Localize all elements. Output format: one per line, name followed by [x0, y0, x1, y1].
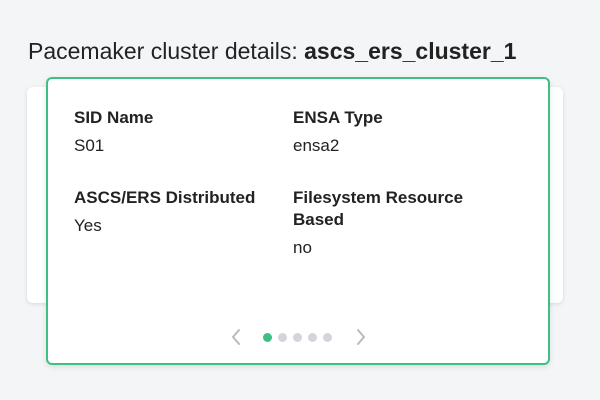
page-title: Pacemaker cluster details: ascs_ers_clus… — [28, 36, 516, 66]
ensa-type-field: ENSA Type ensa2 — [293, 107, 493, 157]
page-dot-3[interactable] — [292, 332, 302, 342]
ascs-ers-distributed-label: ASCS/ERS Distributed — [74, 188, 256, 207]
cluster-detail-card: SID Name S01 ENSA Type ensa2 ASCS/ERS Di… — [46, 77, 550, 365]
ensa-type-value: ensa2 — [293, 136, 340, 155]
chevron-right-icon — [356, 329, 365, 345]
filesystem-resource-based-value: no — [293, 238, 312, 257]
previous-page-button[interactable] — [226, 327, 246, 347]
carousel-pager — [48, 327, 548, 347]
filesystem-resource-based-field: Filesystem Resource Based no — [293, 187, 503, 259]
cluster-name: ascs_ers_cluster_1 — [304, 38, 517, 64]
page-dot-5[interactable] — [322, 332, 332, 342]
next-page-button[interactable] — [351, 327, 371, 347]
sid-name-value: S01 — [74, 136, 105, 155]
chevron-left-icon — [231, 329, 240, 345]
filesystem-resource-based-label: Filesystem Resource Based — [293, 188, 464, 229]
ensa-type-label: ENSA Type — [293, 108, 383, 127]
page-indicator-dots — [260, 332, 335, 342]
page-dot-4[interactable] — [307, 332, 317, 342]
sid-name-field: SID Name S01 — [74, 107, 274, 157]
ascs-ers-distributed-field: ASCS/ERS Distributed Yes — [74, 187, 274, 237]
page-dot-2[interactable] — [277, 332, 287, 342]
page-dot-1[interactable] — [262, 332, 272, 342]
page-title-prefix: Pacemaker cluster details: — [28, 38, 305, 64]
sid-name-label: SID Name — [74, 108, 154, 127]
ascs-ers-distributed-value: Yes — [74, 216, 102, 235]
